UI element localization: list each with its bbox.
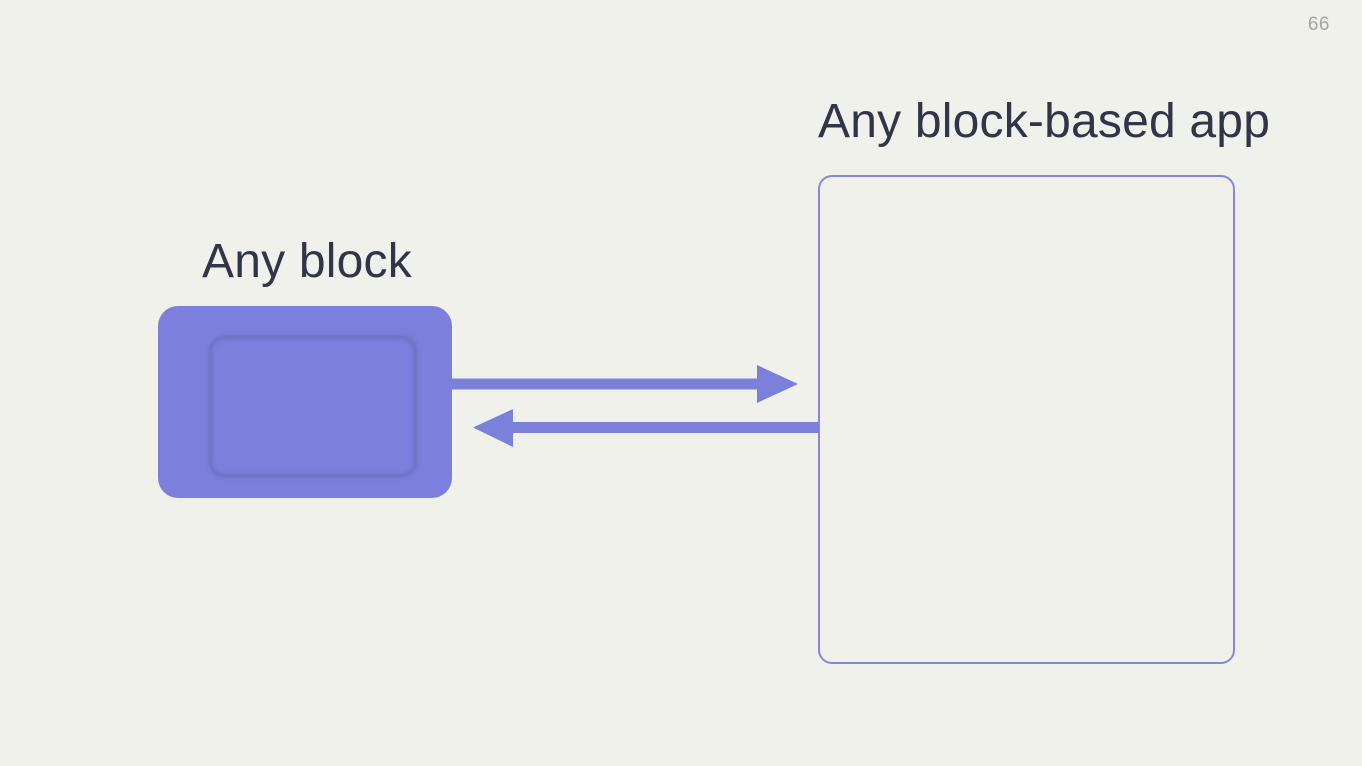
arrow-left-icon [473, 409, 819, 447]
any-block-shape [158, 306, 452, 498]
block-heading: Any block [202, 235, 412, 288]
block-inner-inset [210, 337, 416, 476]
arrow-right-icon [452, 365, 798, 403]
app-heading: Any block-based app [818, 95, 1271, 148]
app-outline-box [818, 175, 1235, 664]
page-number: 66 [1307, 14, 1330, 35]
